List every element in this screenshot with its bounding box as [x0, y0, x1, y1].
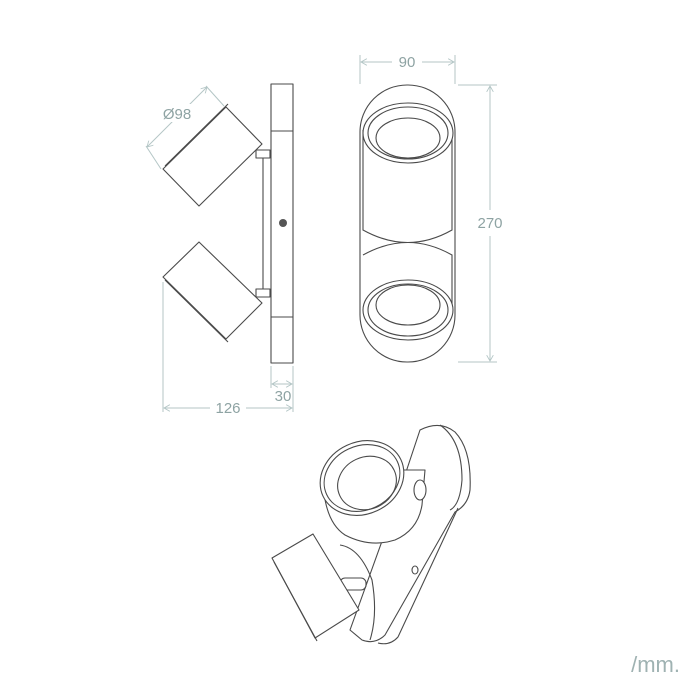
side-view: [162, 83, 294, 364]
diameter-extension-line: [145, 145, 162, 170]
height-label: 270: [477, 215, 502, 232]
front-dimensions: 90 270: [359, 54, 508, 363]
iso-backplate: [349, 424, 471, 643]
bottom-lens: [362, 279, 454, 341]
iso-top-lens: [319, 440, 405, 516]
width-label: 90: [399, 54, 416, 71]
iso-arm-curve: [339, 544, 376, 641]
diameter-extension-line: [205, 85, 225, 107]
bottom-lens-outer-ring: [362, 279, 454, 341]
bottom-spot-face: [164, 279, 229, 343]
bottom-cylinder-outline: [362, 241, 453, 315]
top-bracket: [255, 149, 271, 159]
iso-backplate-edge: [439, 424, 463, 511]
iso-screw-icon: [411, 565, 419, 575]
depth-total-label: 126: [215, 400, 240, 417]
top-lens-outer-ring: [362, 102, 454, 164]
iso-lens-middle-ring: [323, 444, 401, 512]
unit-label: /mm.: [631, 652, 680, 677]
diameter-label-background: [160, 104, 194, 122]
top-lens: [362, 102, 454, 164]
iso-lens-inner-ring: [337, 455, 397, 511]
bottom-spot: [162, 241, 263, 340]
side-dimensions: Ø98 30 126: [145, 85, 294, 417]
depth-base-label: 30: [275, 388, 292, 405]
top-spot: [162, 106, 263, 207]
height-label-background: [474, 213, 508, 233]
isometric-view: [271, 424, 471, 645]
bottom-lens-middle-ring: [367, 283, 449, 337]
top-lens-inner-ring: [375, 117, 441, 159]
bottom-lens-inner-ring: [375, 284, 441, 326]
screw-icon: [279, 219, 287, 227]
iso-bottom-spot-face: [273, 561, 318, 642]
diameter-label: Ø98: [163, 106, 191, 123]
bottom-bracket: [255, 288, 271, 298]
iso-top-pivot: [413, 479, 427, 501]
iso-backplate-edge: [377, 507, 459, 645]
front-view: [359, 84, 456, 363]
top-lens-middle-ring: [367, 106, 449, 160]
